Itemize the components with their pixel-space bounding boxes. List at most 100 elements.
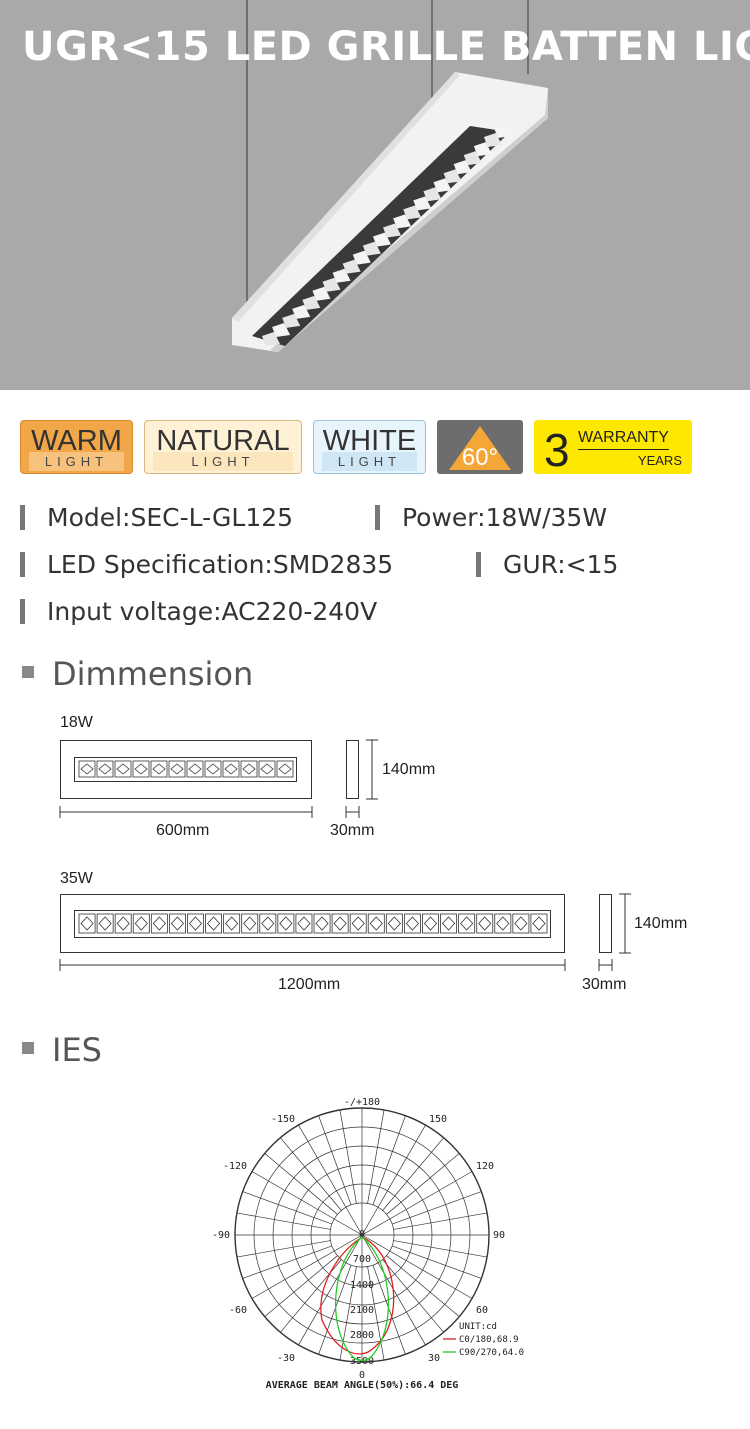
grille-cell-diamond bbox=[279, 916, 293, 931]
polar-spoke bbox=[393, 1240, 488, 1258]
grille-cell-diamond bbox=[188, 916, 203, 931]
polar-ring bbox=[310, 1183, 414, 1287]
grille-louver bbox=[332, 268, 351, 283]
polar-top-label: -/+180 bbox=[344, 1097, 380, 1108]
grille-cell bbox=[512, 913, 530, 934]
polar-angle-label: 150 bbox=[429, 1114, 447, 1125]
grille-cell bbox=[204, 760, 222, 778]
polar-spoke bbox=[382, 1137, 444, 1211]
polar-spoke bbox=[386, 1153, 460, 1215]
white-label: WHITE bbox=[322, 425, 417, 457]
polar-spoke bbox=[361, 1234, 473, 1299]
chart-unit-label: UNIT:cd bbox=[459, 1322, 497, 1332]
ies-heading-text: IES bbox=[52, 1031, 102, 1069]
grille-cell-diamond bbox=[116, 916, 130, 931]
grille-louver bbox=[362, 241, 381, 256]
grille-cell-diamond bbox=[423, 916, 438, 931]
polar-spoke bbox=[298, 1234, 363, 1346]
grille-cell-diamond bbox=[243, 916, 257, 931]
polar-angle-label: 60 bbox=[476, 1305, 488, 1316]
spec-bar bbox=[20, 551, 25, 577]
feature-badges: WARM LIGHT NATURAL LIGHT WHITE LIGHT 60°… bbox=[0, 420, 750, 476]
polar-spoke bbox=[280, 1259, 342, 1333]
grille-cell bbox=[385, 913, 403, 934]
grille-cell bbox=[530, 913, 548, 934]
polar-angle-label: 90 bbox=[493, 1230, 505, 1241]
polar-spoke bbox=[242, 1191, 333, 1225]
grille-louver bbox=[443, 169, 462, 184]
warm-light-badge: WARM LIGHT bbox=[20, 420, 133, 474]
grille-cell-diamond bbox=[514, 916, 528, 931]
grille-louver bbox=[463, 151, 482, 166]
polar-spoke bbox=[372, 1115, 406, 1206]
grille-cell bbox=[258, 760, 276, 778]
grille-cell-diamond bbox=[152, 763, 166, 775]
grille-cell-diamond bbox=[351, 916, 365, 931]
grille-cell bbox=[168, 913, 186, 934]
grille-cell bbox=[223, 913, 241, 934]
polar-radial-tick: 2100 bbox=[350, 1305, 374, 1316]
spec-led: LED Specification:SMD2835 bbox=[20, 550, 393, 579]
polar-angle-label: -120 bbox=[223, 1161, 247, 1172]
white-light-badge: WHITE LIGHT bbox=[313, 420, 426, 474]
chart-footer: AVERAGE BEAM ANGLE(50%):66.4 DEG bbox=[266, 1380, 459, 1391]
grille-cell-diamond bbox=[170, 916, 185, 931]
hero-banner: UGR<15 LED GRILLE BATTEN LIGHT bbox=[0, 0, 750, 390]
polar-spoke bbox=[236, 1212, 331, 1230]
spec-model: Model:SEC-L-GL125 bbox=[20, 503, 293, 532]
grille-cell bbox=[132, 913, 150, 934]
polar-radial-tick: 700 bbox=[353, 1254, 371, 1265]
polar-spoke bbox=[236, 1240, 331, 1258]
polar-angle-label: -90 bbox=[212, 1230, 230, 1241]
grille-cell bbox=[168, 760, 186, 778]
grille-cell-diamond bbox=[188, 763, 202, 775]
grille-cell-diamond bbox=[80, 763, 94, 775]
spec-power-text: Power:18W/35W bbox=[402, 503, 608, 532]
grille-cell bbox=[331, 913, 349, 934]
grille-cell bbox=[205, 913, 223, 934]
polar-spoke bbox=[386, 1255, 460, 1317]
grille-cell bbox=[186, 760, 204, 778]
grille-louver bbox=[483, 133, 502, 148]
grille-cell bbox=[440, 913, 458, 934]
polar-spoke bbox=[280, 1137, 342, 1211]
grille-cell bbox=[367, 913, 385, 934]
polar-angle-label: -60 bbox=[229, 1305, 247, 1316]
polar-ring bbox=[291, 1164, 433, 1306]
polar-ring bbox=[253, 1126, 471, 1344]
grille-cell bbox=[240, 760, 258, 778]
dim-18w-depth: 30mm bbox=[330, 822, 375, 839]
grille-cell-diamond bbox=[369, 916, 383, 931]
section-square-icon bbox=[22, 1042, 34, 1054]
polar-spoke bbox=[367, 1266, 385, 1361]
grille-louver bbox=[282, 313, 301, 328]
grille-louver bbox=[473, 142, 492, 157]
grille-louver bbox=[383, 223, 402, 238]
grille-cell-diamond bbox=[278, 763, 292, 775]
series-c0-curve bbox=[320, 1236, 395, 1355]
grille-cell bbox=[78, 913, 96, 934]
grille-cell-diamond bbox=[478, 916, 492, 931]
grille-cell bbox=[187, 913, 204, 934]
grille-louver bbox=[302, 295, 321, 310]
polar-spoke bbox=[361, 1124, 426, 1236]
grille-cell-diamond bbox=[261, 916, 275, 931]
polar-angle-label: 120 bbox=[476, 1161, 494, 1172]
grille-cell bbox=[96, 760, 114, 778]
dim-18w-height: 140mm bbox=[382, 761, 436, 778]
dim-35w-length: 1200mm bbox=[278, 976, 341, 993]
polar-ring bbox=[329, 1202, 395, 1268]
polar-ring bbox=[272, 1145, 452, 1325]
grille-louver bbox=[312, 286, 331, 301]
polar-spoke bbox=[251, 1171, 363, 1236]
grille-cell-diamond bbox=[460, 916, 474, 931]
polar-radial-tick: 3500 bbox=[350, 1356, 374, 1367]
grille-cell bbox=[476, 913, 494, 934]
grille-louver bbox=[423, 187, 442, 202]
grille-cell bbox=[276, 760, 294, 778]
polar-spoke bbox=[391, 1191, 482, 1225]
polar-outer-ring bbox=[234, 1107, 490, 1363]
spec-bar bbox=[375, 504, 380, 530]
polar-spoke bbox=[264, 1153, 338, 1215]
grille-cell-diamond bbox=[206, 763, 220, 775]
